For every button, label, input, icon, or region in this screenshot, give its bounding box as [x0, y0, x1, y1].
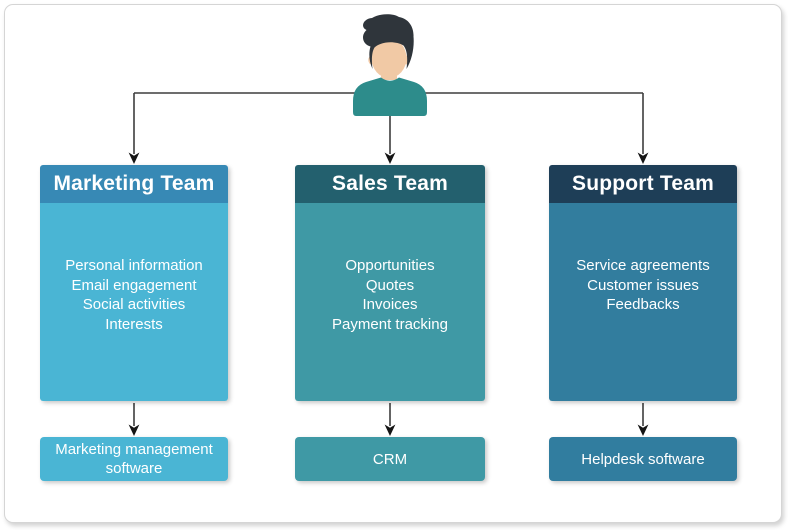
team-box-sales: Sales Team Opportunities Quotes Invoices… [295, 165, 485, 401]
team-box-marketing: Marketing Team Personal information Emai… [40, 165, 228, 401]
arrowheads [128, 152, 649, 436]
software-box-marketing: Marketing management software [40, 437, 228, 481]
team-item: Interests [105, 315, 163, 333]
team-item: Payment tracking [332, 315, 448, 333]
team-item: Email engagement [71, 276, 197, 294]
team-item: Personal information [65, 257, 203, 274]
arrowhead-helpdesk [637, 424, 649, 436]
person-icon [353, 14, 427, 116]
arrowhead-marketing [128, 152, 140, 164]
software-box-crm: CRM [295, 437, 485, 481]
person-hair [363, 14, 414, 69]
team-body-sales: Opportunities Quotes Invoices Payment tr… [295, 203, 485, 401]
team-item: Feedbacks [606, 296, 680, 313]
team-body-support: Service agreements Customer issues Feedb… [549, 203, 737, 401]
team-body-marketing: Personal information Email engagement So… [40, 203, 228, 401]
person-face [371, 38, 407, 78]
software-label: Marketing management software [55, 441, 213, 477]
team-item: Quotes [365, 276, 415, 294]
team-header-marketing: Marketing Team [40, 165, 228, 203]
software-box-helpdesk: Helpdesk software [549, 437, 737, 481]
team-item: Social activities [82, 296, 186, 313]
team-box-support: Support Team Service agreements Customer… [549, 165, 737, 401]
team-item: Opportunities [345, 257, 435, 274]
arrowhead-support [637, 152, 649, 164]
team-header-support: Support Team [549, 165, 737, 203]
software-label: CRM [372, 450, 408, 468]
team-item: Invoices [362, 296, 418, 313]
software-label: Helpdesk software [581, 450, 705, 468]
arrowhead-sales [384, 152, 396, 164]
team-item: Service agreements [576, 257, 710, 274]
arrowhead-marketing-software [128, 424, 140, 436]
team-header-sales: Sales Team [295, 165, 485, 203]
arrowhead-crm [384, 424, 396, 436]
person-shirt [353, 77, 427, 116]
team-item: Customer issues [587, 276, 699, 294]
